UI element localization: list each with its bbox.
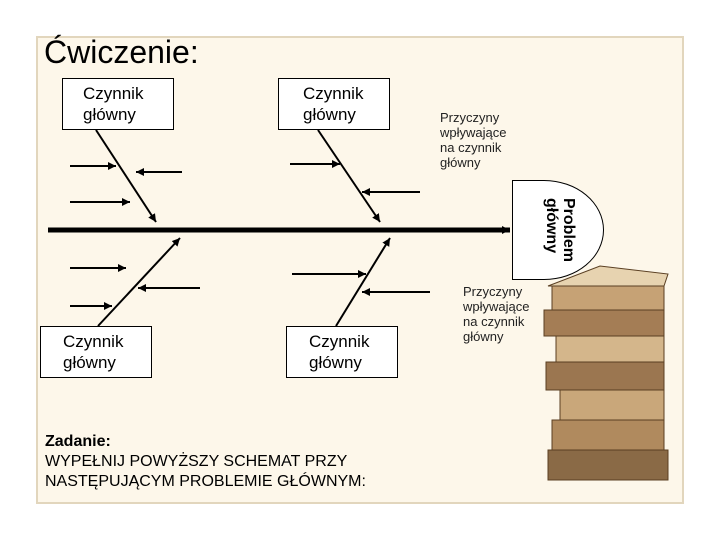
problem-line: główny [543, 197, 560, 254]
note-line: wpływające [440, 125, 507, 140]
main-cause-label: główny [309, 353, 362, 372]
note-line: główny [440, 155, 481, 170]
task-line: NASTĘPUJĄCYM PROBLEMIE GŁÓWNYM: [45, 473, 366, 490]
main-cause-box-top-right: Czynnik główny [278, 78, 390, 130]
main-cause-box-top-left: Czynnik główny [62, 78, 174, 130]
note-line: na czynnik [440, 140, 502, 155]
bone-top-left [95, 129, 157, 223]
main-cause-label: Czynnik [63, 332, 124, 351]
note-line: wpływające [463, 299, 530, 314]
task-label: Zadanie: [45, 433, 111, 450]
note-line: główny [463, 329, 504, 344]
main-cause-label: Czynnik [83, 84, 144, 103]
problem-line: Problem [560, 197, 577, 263]
main-cause-label: główny [63, 353, 116, 372]
main-cause-box-bottom-right: Czynnik główny [286, 326, 398, 378]
main-cause-label: główny [303, 105, 356, 124]
influencing-causes-note-top: Przyczyny wpływające na czynnik główny [440, 110, 506, 170]
main-cause-label: Czynnik [303, 84, 364, 103]
main-cause-label: główny [83, 105, 136, 124]
main-problem-head [512, 180, 604, 280]
main-problem-label: Problem główny [543, 198, 577, 262]
task-line: WYPEŁNIJ POWYŻSZY SCHEMAT PRZY [45, 453, 348, 470]
note-line: Przyczyny [463, 284, 523, 299]
bone-bottom-left [97, 237, 181, 327]
note-line: na czynnik [463, 314, 525, 329]
note-line: Przyczyny [440, 110, 500, 125]
influencing-causes-note-bottom: Przyczyny wpływające na czynnik główny [463, 284, 529, 344]
main-cause-label: Czynnik [309, 332, 370, 351]
bone-top-right [317, 129, 381, 223]
slide-title: Ćwiczenie: [44, 34, 199, 70]
task-instructions: Zadanie: WYPEŁNIJ POWYŻSZY SCHEMAT PRZY … [45, 432, 366, 492]
main-cause-box-bottom-left: Czynnik główny [40, 326, 152, 378]
bone-bottom-right [335, 237, 391, 327]
